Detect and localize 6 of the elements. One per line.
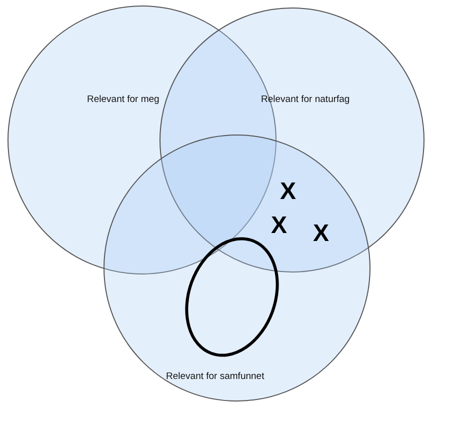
circle-label: Relevant for samfunnet [166,371,264,382]
x-mark: X [280,180,296,204]
circle-label: Relevant for meg [87,94,160,105]
circle-label: Relevant for naturfag [261,94,350,105]
x-mark: X [271,214,288,238]
x-mark: X [313,222,330,246]
